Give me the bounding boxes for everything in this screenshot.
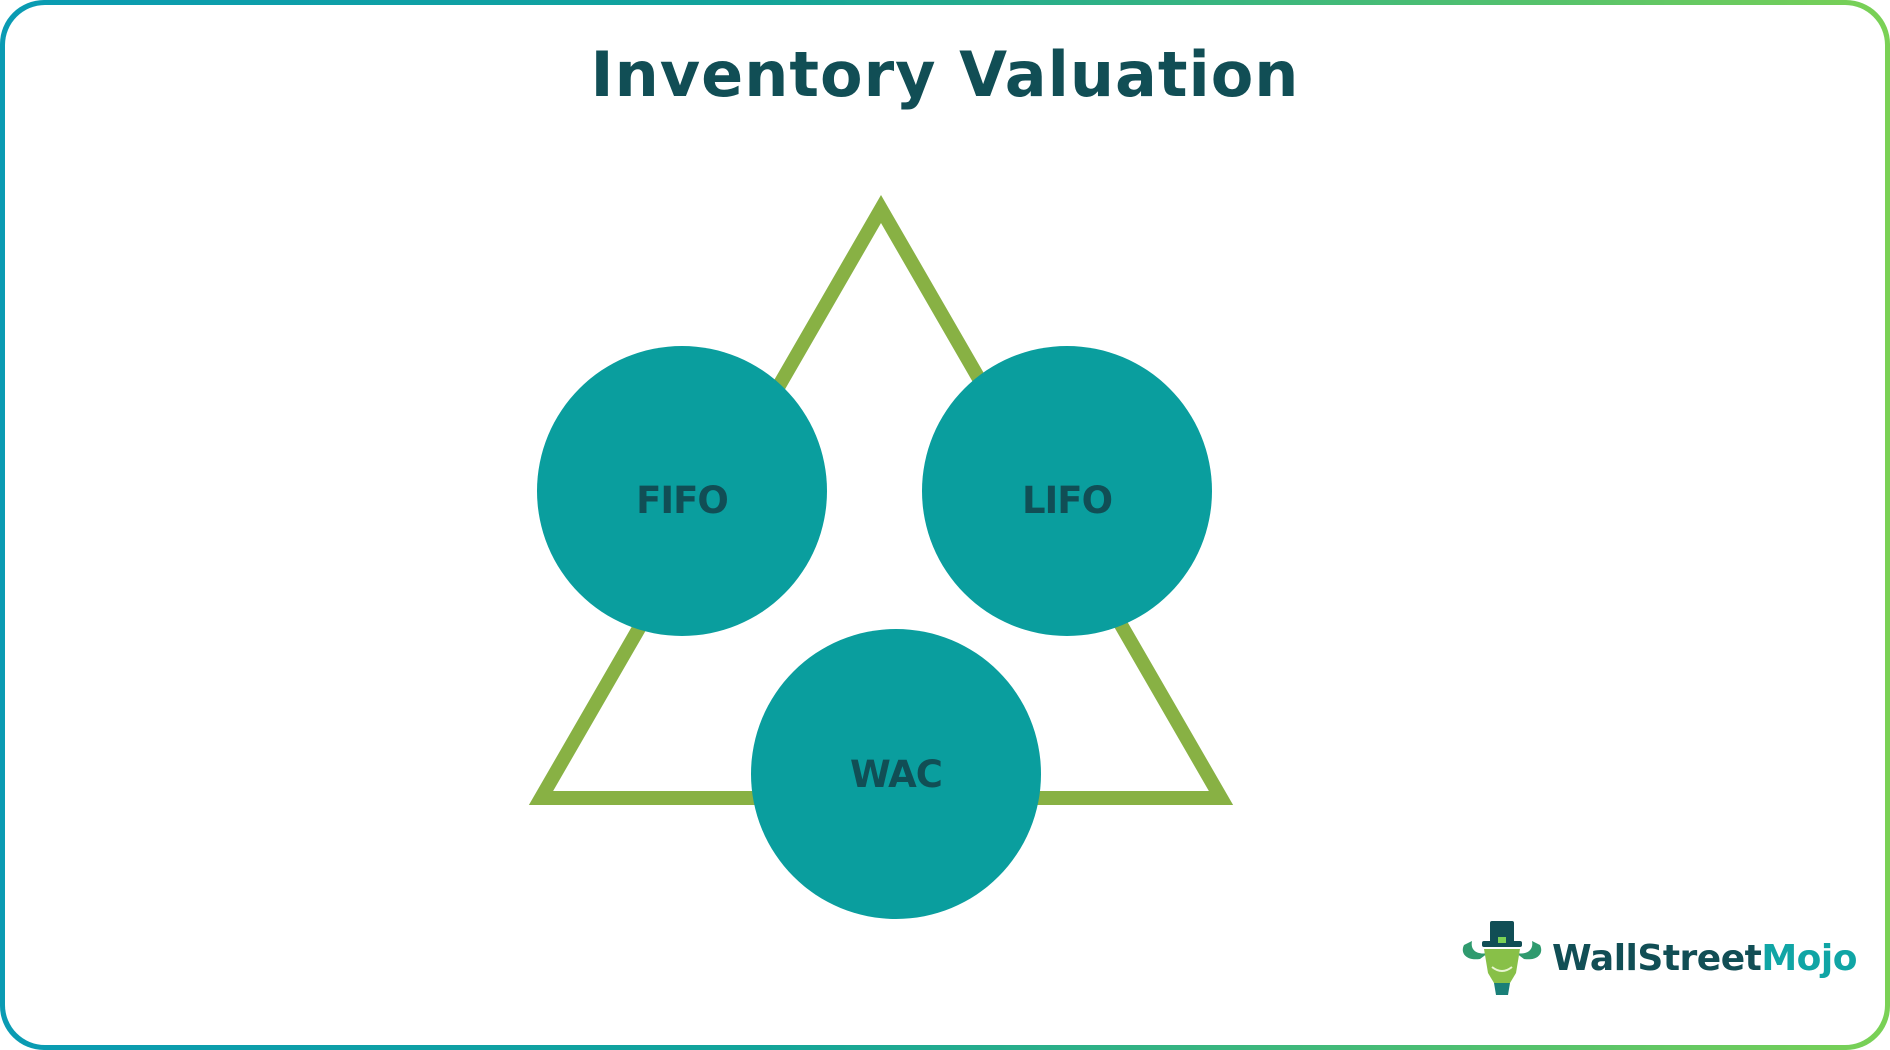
node-fifo: FIFO [537,346,827,636]
wac-label: WAC [850,753,942,796]
node-wac: WAC [751,629,1041,919]
bull-mascot-icon [1462,921,1542,995]
fifo-label: FIFO [636,479,728,522]
page-title: Inventory Valuation [590,38,1300,111]
lifo-label: LIFO [1022,479,1112,522]
lifo-circle [922,346,1212,636]
node-lifo: LIFO [922,346,1212,636]
wallstreetmojo-logo: WallStreetMojo [1458,918,1857,998]
logo-wordmark: WallStreetMojo [1552,937,1857,979]
fifo-circle [537,346,827,636]
wac-circle [751,629,1041,919]
